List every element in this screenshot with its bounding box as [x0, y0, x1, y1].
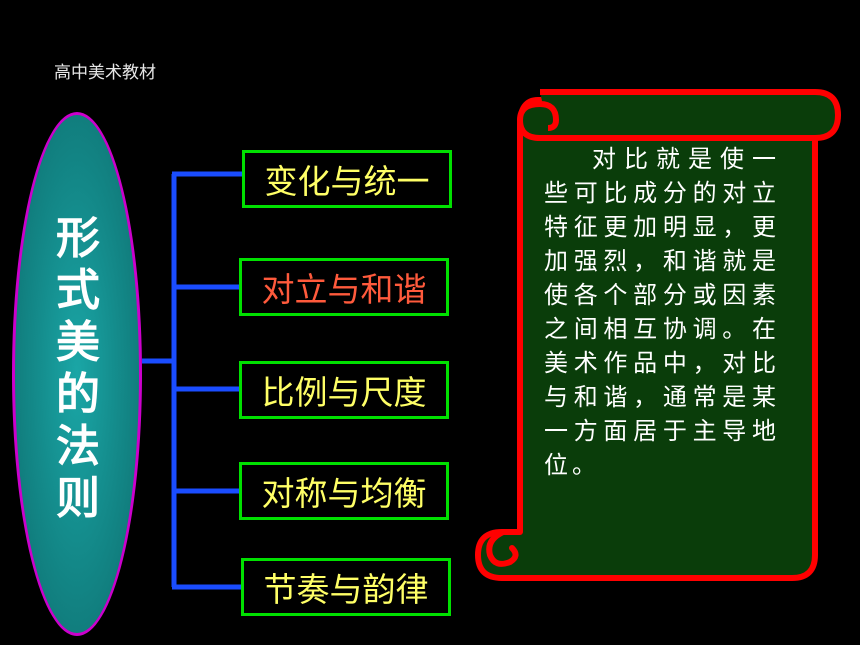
- item-box: 节奏与韵律: [241, 558, 451, 616]
- scroll-text: 对比就是使一些可比成分的对立特征更加明显，更加强烈，和谐就是使各个部分或因素之间…: [544, 145, 780, 479]
- item-box: 对称与均衡: [239, 462, 449, 520]
- scroll-bottom-curl: [486, 529, 519, 567]
- caption: 高中美术教材: [54, 63, 156, 83]
- item-box: 变化与统一: [242, 150, 452, 208]
- scroll-top-roll: [517, 89, 841, 141]
- title-oval: [12, 112, 142, 636]
- main-title: 形式美的法则: [56, 213, 100, 524]
- item-box: 比例与尺度: [239, 361, 449, 419]
- item-box-active: 对立与和谐: [239, 258, 449, 316]
